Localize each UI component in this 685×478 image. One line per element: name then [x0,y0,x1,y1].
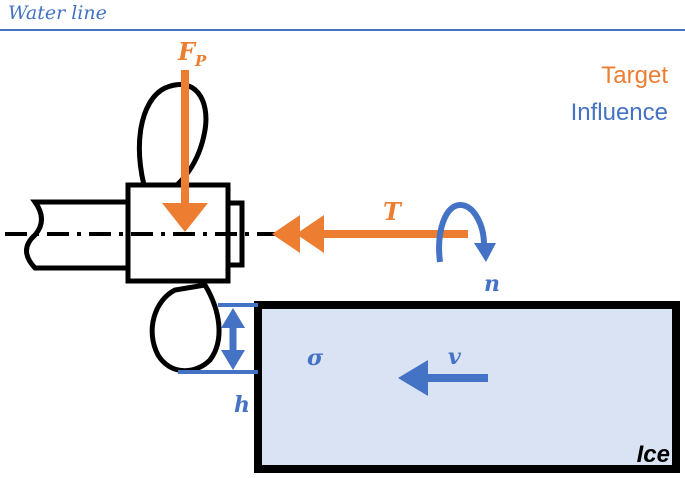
rotation-arrow-head [474,243,496,262]
water-line-label: Water line [8,2,107,24]
force-label: FP [177,37,207,70]
legend-influence: Influence [571,99,668,126]
velocity-label: v [448,344,461,370]
depth-arrow-head-down [221,350,245,370]
propeller-blade-lower [149,282,222,374]
rotation-label: n [484,271,500,297]
depth-label: h [234,392,250,418]
force-arrow-head [162,203,208,232]
depth-arrow-head-up [221,308,245,328]
ice-block [254,301,680,473]
ice-label: Ice [637,441,670,468]
thrust-arrow-head-2 [296,215,324,253]
thrust-arrow-head-1 [272,215,300,253]
legend-target: Target [601,62,668,89]
strength-label: σ [307,345,324,371]
thrust-label: T [383,197,403,226]
propeller-blade-upper [136,82,209,209]
rotation-arrow [436,201,487,263]
velocity-arrow-head [398,360,428,396]
